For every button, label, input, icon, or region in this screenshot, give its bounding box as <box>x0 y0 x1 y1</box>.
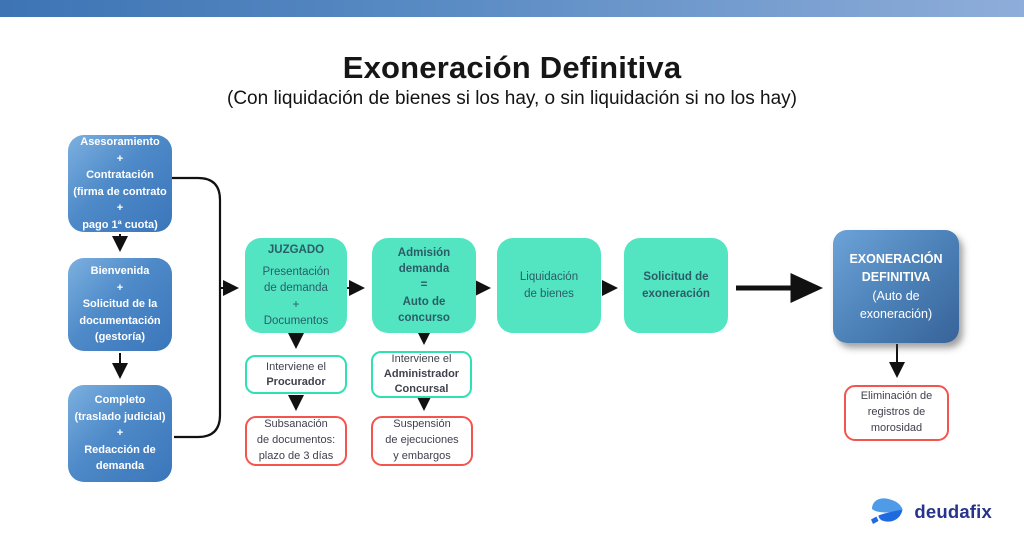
top-gradient-bar <box>0 0 1024 17</box>
node-exoneracion-sub: (Auto de exoneración) <box>859 288 933 321</box>
node-exoneracion-definitiva: EXONERACIÓN DEFINITIVA (Auto de exonerac… <box>833 230 959 343</box>
node-admision-label: Admisión demanda = Auto de concurso <box>397 247 451 324</box>
node-asesoramiento-label: Asesoramiento + Contratación (firma de c… <box>73 136 167 231</box>
deudafix-logo: deudafix <box>869 492 992 532</box>
node-exoneracion-title: EXONERACIÓN DEFINITIVA <box>849 252 943 285</box>
page-subtitle: (Con liquidación de bienes si los hay, o… <box>227 88 797 109</box>
deudafix-logo-text: deudafix <box>914 501 992 522</box>
node-procurador-bold: Procurador <box>266 375 326 388</box>
node-administrador-pre: Interviene el <box>391 353 452 366</box>
node-subsanacion-documentos: Subsanación de documentos: plazo de 3 dí… <box>245 416 347 466</box>
node-juzgado: JUZGADO Presentación de demanda + Docume… <box>245 238 347 333</box>
node-completo-redaccion: Completo (traslado judicial) + Redacción… <box>68 385 172 482</box>
node-subsanacion-label: Subsanación de documentos: plazo de 3 dí… <box>256 418 336 462</box>
node-juzgado-label: Presentación de demanda + Documentos <box>262 266 330 327</box>
page-title: Exoneración Definitiva <box>342 50 682 85</box>
node-interviene-procurador: Interviene el Procurador <box>245 355 347 394</box>
node-asesoramiento-contratacion: Asesoramiento + Contratación (firma de c… <box>68 135 172 232</box>
node-eliminacion-label: Eliminación de registros de morosidad <box>860 390 933 434</box>
node-procurador-pre: Interviene el <box>266 360 326 373</box>
node-bienvenida-solicitud: Bienvenida + Solicitud de la documentaci… <box>68 258 172 351</box>
bracket-left-column <box>172 176 222 439</box>
node-juzgado-title: JUZGADO <box>267 244 325 257</box>
node-eliminacion-registros: Eliminación de registros de morosidad <box>844 385 949 441</box>
node-solicitud-exoneracion: Solicitud de exoneración <box>624 238 728 333</box>
node-administrador-bold: Administrador Concursal <box>383 368 460 395</box>
node-suspension-ejecuciones: Suspensión de ejecuciones y embargos <box>371 416 473 466</box>
node-interviene-administrador: Interviene el Administrador Concursal <box>371 351 472 398</box>
node-solicitud-label: Solicitud de exoneración <box>642 271 710 300</box>
node-completo-label: Completo (traslado judicial) + Redacción… <box>74 394 166 473</box>
node-suspension-label: Suspensión de ejecuciones y embargos <box>385 418 459 462</box>
node-admision-demanda: Admisión demanda = Auto de concurso <box>372 238 476 333</box>
node-bienvenida-label: Bienvenida + Solicitud de la documentaci… <box>79 265 161 344</box>
node-liquidacion-bienes: Liquidación de bienes <box>497 238 601 333</box>
deudafix-logo-icon <box>871 498 903 524</box>
node-liquidacion-label: Liquidación de bienes <box>519 271 579 300</box>
